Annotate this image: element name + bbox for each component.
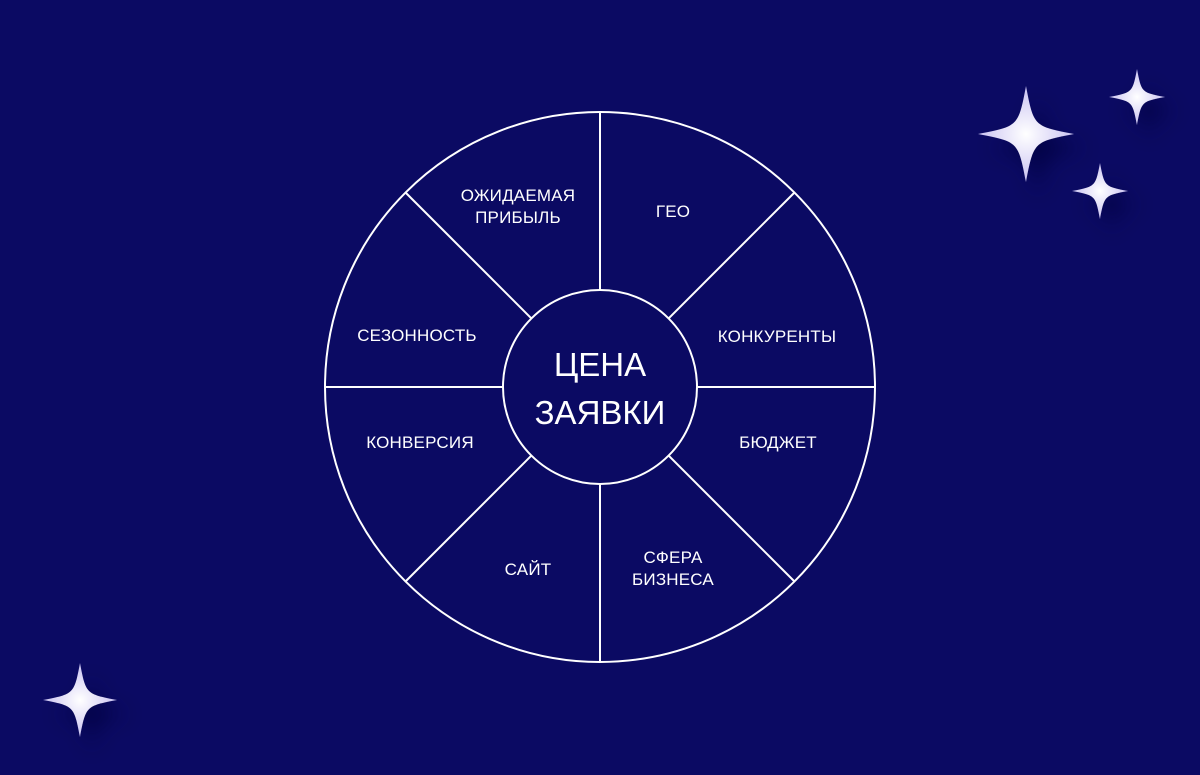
spoke-line: [404, 454, 533, 583]
segment-label-conversion: КОНВЕРСИЯ: [366, 433, 474, 452]
segment-label-geo: ГЕО: [656, 202, 690, 221]
segment-label-expected-profit: ОЖИДАЕМАЯ: [461, 186, 576, 205]
center-label-line2: ЗАЯВКИ: [535, 394, 666, 431]
decorative-stars: [43, 69, 1165, 737]
sparkle-star-icon: [978, 86, 1074, 182]
segment-label-business-sphere: СФЕРА: [643, 548, 703, 567]
inner-hub: [502, 289, 698, 485]
segment-label-expected-profit: ПРИБЫЛЬ: [475, 208, 561, 227]
sparkle-star-icon: [1072, 163, 1128, 219]
segment-label-budget: БЮДЖЕТ: [739, 433, 817, 452]
segment-label-business-sphere: БИЗНЕСА: [632, 570, 714, 589]
center-hub-label: ЦЕНА ЗАЯВКИ: [535, 346, 666, 431]
sparkle-star-icon: [1109, 69, 1165, 125]
spoke-line: [667, 454, 796, 583]
sparkle-star-icon: [43, 663, 117, 737]
segment-label-competitors: КОНКУРЕНТЫ: [718, 327, 837, 346]
spoke-line: [404, 191, 533, 320]
spoke-line: [667, 191, 796, 320]
wheel-spokes: [325, 112, 875, 662]
factor-wheel: ГЕО КОНКУРЕНТЫ БЮДЖЕТ СФЕРА БИЗНЕСА САЙТ КОНВЕ…: [324, 111, 876, 663]
segment-label-seasonality: СЕЗОННОСТЬ: [357, 326, 477, 345]
segment-label-site: САЙТ: [505, 560, 552, 579]
center-label-line1: ЦЕНА: [554, 346, 646, 383]
segment-labels: ГЕО КОНКУРЕНТЫ БЮДЖЕТ СФЕРА БИЗНЕСА САЙТ КОНВЕ…: [357, 186, 836, 589]
